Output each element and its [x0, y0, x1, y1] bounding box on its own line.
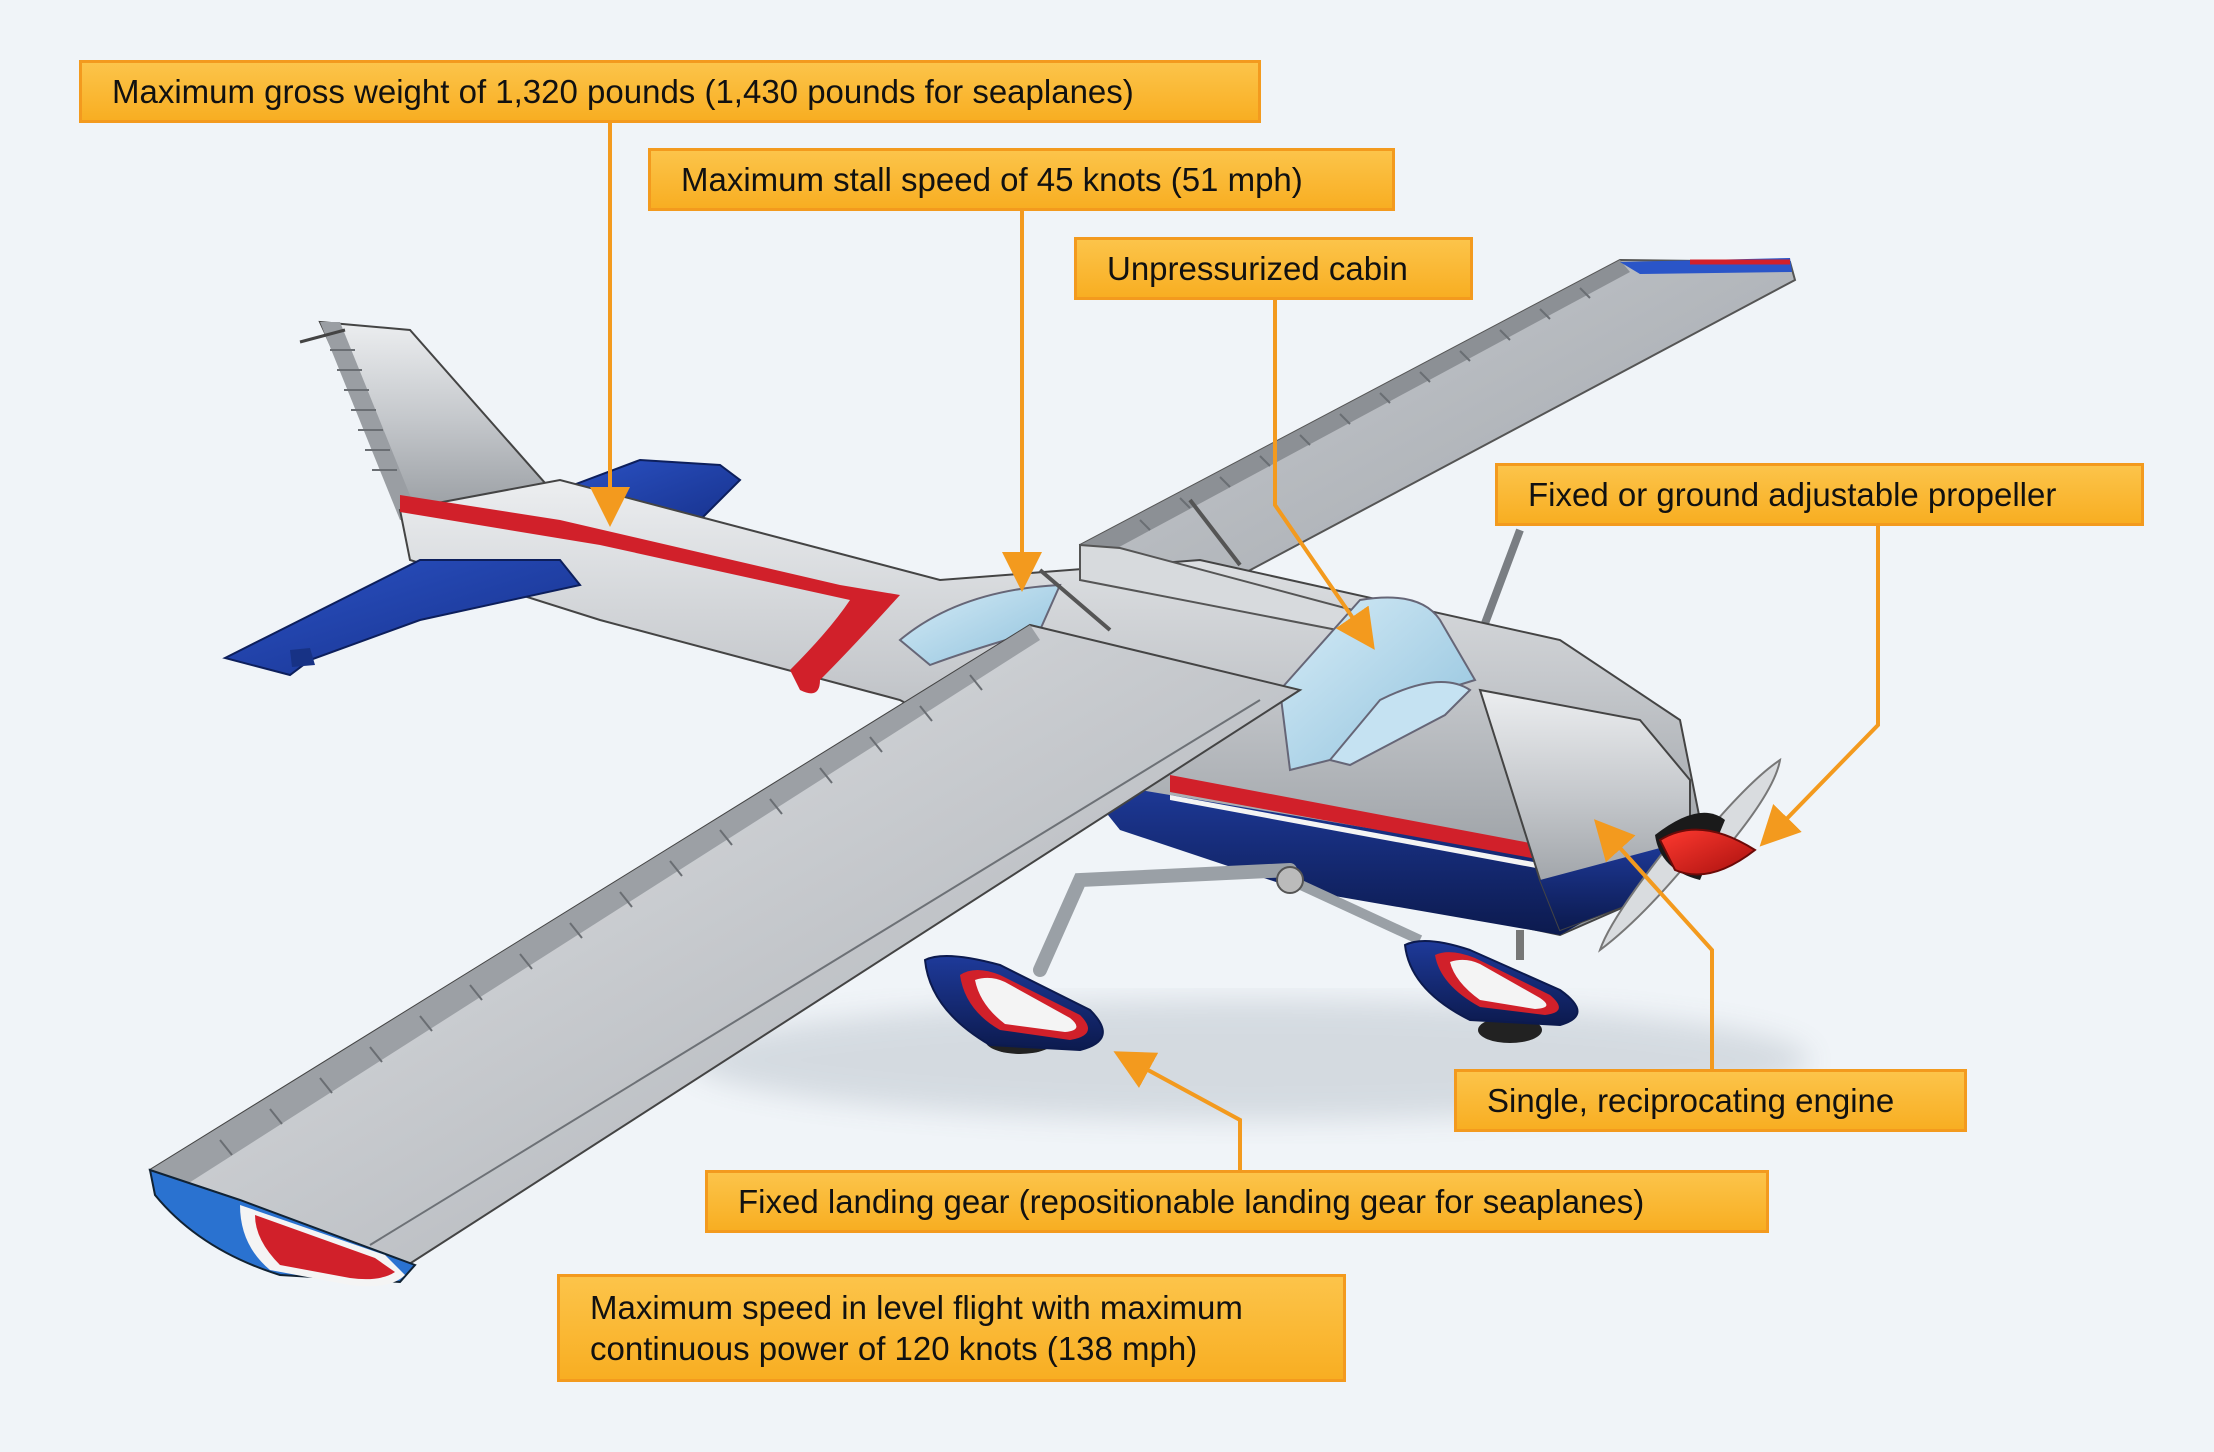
callout-gross-weight: Maximum gross weight of 1,320 pounds (1,… [79, 60, 1261, 123]
right-wing [1078, 258, 1797, 652]
leader-cabin [1273, 298, 1375, 650]
antennas [1038, 498, 1242, 632]
leader-engine [1593, 819, 1714, 1070]
leader-lines [590, 123, 1880, 1170]
callout-stall-speed-text: Maximum stall speed of 45 knots (51 mph) [681, 161, 1303, 198]
callout-max-speed-line2: continuous power of 120 knots (138 mph) [590, 1330, 1198, 1367]
callout-propeller: Fixed or ground adjustable propeller [1495, 463, 2144, 526]
callout-max-speed: Maximum speed in level flight with maxim… [557, 1274, 1346, 1382]
callout-engine: Single, reciprocating engine [1454, 1069, 1967, 1132]
propeller [1598, 757, 1782, 953]
left-wing [148, 623, 1303, 1287]
landing-gear [923, 863, 1579, 1054]
leader-landing-gear [1113, 1051, 1242, 1170]
callout-cabin: Unpressurized cabin [1074, 237, 1473, 300]
left-horizontal-stabilizer [222, 559, 582, 677]
fuselage [398, 478, 1702, 937]
callout-propeller-text: Fixed or ground adjustable propeller [1528, 476, 2057, 513]
callout-gross-weight-text: Maximum gross weight of 1,320 pounds (1,… [112, 73, 1134, 110]
callout-landing-gear-text: Fixed landing gear (repositionable landi… [738, 1183, 1645, 1220]
callout-max-speed-line1: Maximum speed in level flight with maxim… [590, 1289, 1243, 1326]
callout-stall-speed: Maximum stall speed of 45 knots (51 mph) [648, 148, 1395, 211]
callout-cabin-text: Unpressurized cabin [1107, 250, 1408, 287]
callout-landing-gear: Fixed landing gear (repositionable landi… [705, 1170, 1769, 1233]
leader-propeller [1759, 524, 1880, 847]
callout-engine-text: Single, reciprocating engine [1487, 1082, 1895, 1119]
